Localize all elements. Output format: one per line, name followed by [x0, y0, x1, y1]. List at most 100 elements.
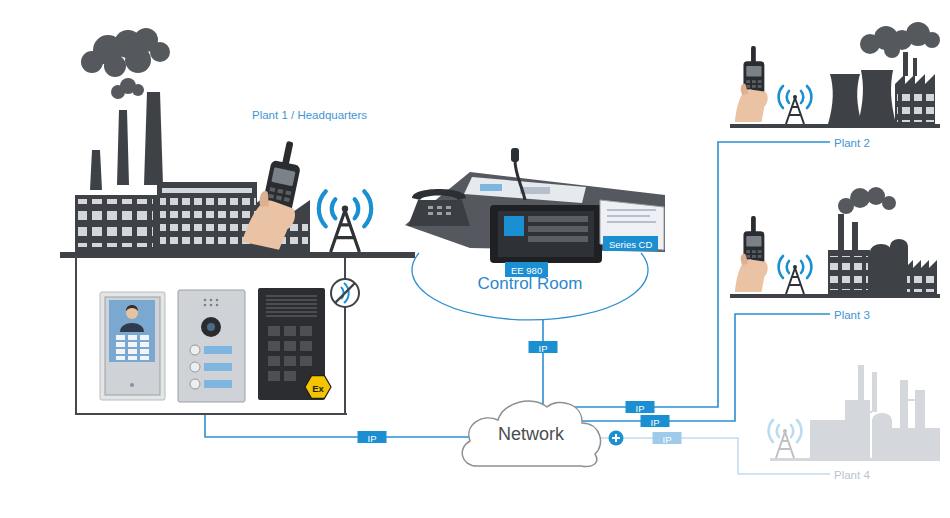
factory-building	[144, 92, 163, 185]
plant-label: Plant 4	[834, 465, 870, 483]
factory-plant-3	[838, 214, 844, 250]
plant-label: Plant 3	[834, 305, 870, 323]
factory-plant-3	[735, 216, 768, 292]
factory-plant-2	[779, 86, 812, 124]
ip-tag: IP	[626, 401, 655, 413]
video-door-station	[109, 300, 155, 362]
explosion-proof-station	[300, 341, 312, 351]
plant-heading: Plant 1 / Headquarters	[252, 108, 367, 122]
video-door-station	[126, 305, 138, 311]
factory-plant-2	[924, 32, 940, 48]
network-link	[575, 142, 830, 407]
desk-phone	[428, 212, 433, 215]
factory-plant-4	[900, 380, 908, 428]
explosion-proof-station	[284, 371, 296, 381]
factory-plant-1	[60, 28, 415, 258]
factory-plant-2	[858, 70, 896, 124]
factory-plant-4	[845, 400, 870, 458]
no-signal-symbol	[331, 279, 359, 307]
plant-name: Plant 2	[834, 137, 870, 150]
cloud-title: Network	[498, 423, 564, 445]
intercom-station	[207, 323, 215, 331]
ip-tag: IP	[529, 341, 558, 353]
video-door-station	[128, 356, 137, 360]
touch-panel	[528, 226, 588, 232]
intercom-station	[204, 346, 232, 354]
add-plant-symbol	[609, 431, 624, 446]
video-door-station	[116, 356, 125, 360]
plant-name: Plant 3	[834, 309, 870, 322]
factory-plant-3	[730, 187, 940, 298]
factory-building	[90, 150, 102, 190]
factory-plant-3	[838, 187, 896, 214]
video-door-station	[105, 297, 160, 395]
explosion-proof-station	[300, 356, 312, 366]
factory-building	[117, 110, 129, 185]
intercom-station	[204, 304, 207, 307]
control-console	[480, 184, 502, 191]
ip-text: IP	[539, 343, 548, 355]
network-link	[575, 314, 830, 421]
factory-building	[60, 252, 415, 258]
desk-phone	[437, 206, 442, 209]
control-console	[405, 148, 665, 263]
intercom-station	[190, 345, 232, 389]
ip-tag: IP	[641, 415, 670, 427]
intercom-station	[201, 317, 221, 337]
factory-plant-2	[897, 88, 934, 122]
factory-plant-3	[905, 268, 937, 294]
desk-phone	[428, 206, 451, 215]
video-door-station	[140, 342, 149, 347]
ip-text: IP	[636, 403, 645, 415]
intercom-station	[204, 299, 207, 302]
microphone	[515, 160, 525, 200]
factory-plant-2	[895, 84, 935, 124]
network-cloud: Network	[455, 392, 607, 472]
cloud-outline	[462, 401, 600, 466]
factory-plant-2	[913, 58, 917, 76]
monitor-screen	[607, 210, 656, 222]
factory-plant-2	[730, 124, 940, 128]
factory-plant-4	[810, 420, 850, 458]
factory-plant-3	[779, 256, 812, 294]
factory-plant-3	[882, 196, 896, 210]
factory-plant-3	[850, 188, 870, 208]
plant-area: Plant 1 / Headquarters	[75, 255, 347, 415]
touch-panel	[504, 216, 524, 236]
factory-plant-2	[903, 52, 908, 76]
explosion-proof-station	[258, 288, 325, 400]
video-door-station	[116, 349, 125, 354]
intercom-station	[216, 299, 219, 302]
factory-plant-3	[907, 270, 935, 292]
explosion-proof-station	[266, 296, 317, 316]
video-door-station	[128, 335, 137, 340]
desk-phone	[437, 212, 442, 215]
factory-plant-2	[735, 46, 768, 122]
touch-panel	[528, 216, 588, 222]
ip-tag: IP	[653, 432, 682, 444]
intercom-station	[178, 290, 245, 402]
factory-plant-4	[770, 458, 940, 461]
intercom-station	[190, 362, 200, 372]
touch-panel	[498, 211, 594, 257]
ip-text: IP	[651, 417, 660, 429]
touch-panel	[528, 236, 588, 242]
factory-plant-2	[730, 22, 940, 128]
explosion-proof-station	[258, 288, 331, 400]
zone-outline	[412, 253, 648, 320]
smoke	[81, 28, 170, 99]
touch-panel	[490, 205, 602, 263]
video-door-station	[130, 383, 134, 387]
ip-tag: IP	[358, 431, 387, 443]
factory-plant-4	[769, 365, 940, 461]
control-room-zone: Control RoomEE 980Series CD	[410, 218, 650, 322]
desk-phone	[412, 189, 466, 200]
tag-text: EE 980	[511, 265, 542, 276]
ip-text: IP	[368, 433, 377, 445]
desk-phone	[446, 212, 451, 215]
intercom-station	[204, 363, 232, 371]
microphone	[511, 148, 519, 162]
tag-text: Series CD	[609, 239, 652, 250]
smoke	[150, 42, 170, 62]
explosion-proof-station	[268, 341, 280, 351]
